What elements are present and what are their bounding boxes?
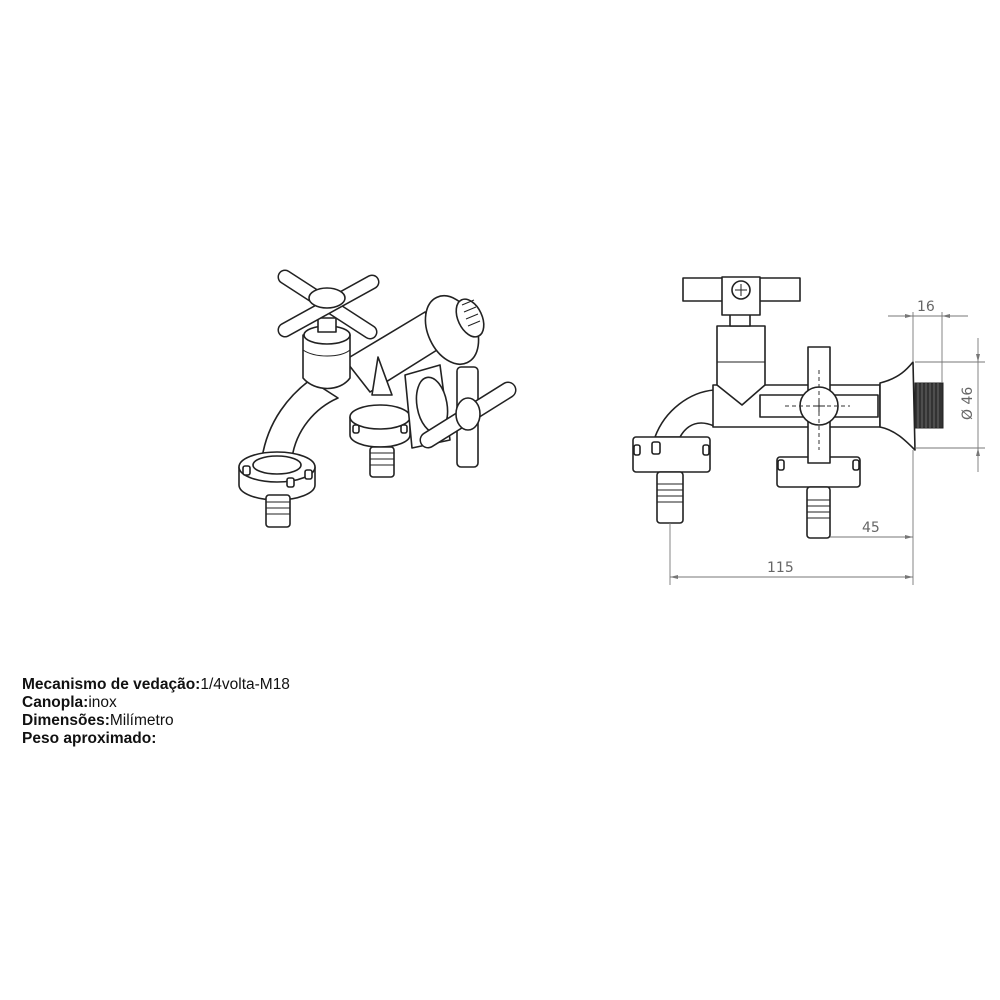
specifications: Mecanismo de vedação:1/4volta-M18 Canopl… (22, 676, 290, 748)
spout (261, 379, 339, 459)
middle-hose-barb (369, 446, 395, 478)
dim-46: Ø 46 (960, 387, 976, 420)
right-handle-hub (455, 397, 481, 431)
front-spout (654, 389, 715, 438)
dim-16: 16 (917, 299, 935, 315)
front-bonnet (716, 325, 766, 406)
spec-sealing-mechanism: Mecanismo de vedação:1/4volta-M18 (22, 676, 290, 693)
front-flange (879, 361, 916, 451)
dim-45: 45 (862, 520, 880, 536)
spec-canopla: Canopla:inox (22, 694, 117, 711)
spec-dimensions: Dimensões:Milímetro (22, 712, 174, 729)
front-left-nut (632, 436, 711, 473)
left-valve-bonnet (302, 334, 351, 390)
left-hose-barb (265, 494, 291, 528)
isometric-view (238, 269, 517, 528)
left-handle-hub (308, 287, 346, 309)
dim-115: 115 (767, 560, 794, 576)
front-thread (914, 382, 944, 429)
spec-weight: Peso aproximado: (22, 730, 157, 747)
front-left-barb (656, 471, 684, 524)
dimensions: 16 Ø 46 45 115 (669, 299, 985, 585)
front-view (632, 276, 944, 539)
thread (455, 298, 485, 338)
